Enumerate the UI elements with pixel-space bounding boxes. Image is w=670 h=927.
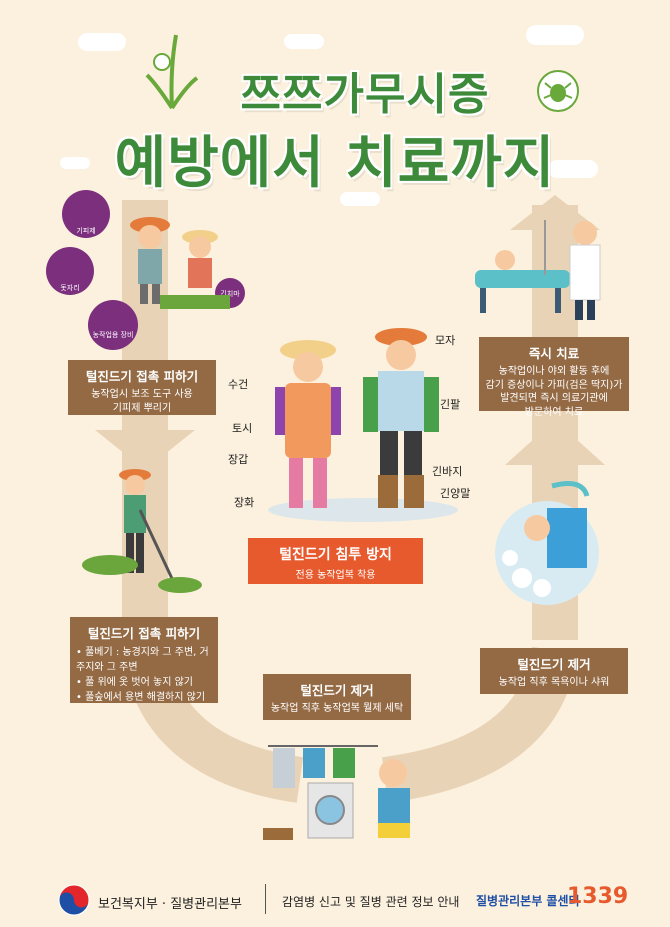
box-heading: 털진드기 제거 xyxy=(517,657,591,672)
footer-org: 보건복지부 · 질병관리본부 xyxy=(98,897,242,912)
mat-icon: 돗자리 xyxy=(46,247,94,295)
list-item: 풀 위에 옷 벗어 놓지 않기 xyxy=(76,675,212,690)
cloud-decoration xyxy=(284,34,324,49)
treatment-box: 즉시 치료 농작업이나 야외 활동 후에 감기 증상이나 가피(검은 딱지)가 … xyxy=(479,337,629,418)
label-hat: 모자 xyxy=(435,334,456,347)
footer-call-center: 질병관리본부 콜센터 xyxy=(476,894,580,908)
cloud-decoration xyxy=(78,33,126,51)
box-text: 방문하여 치료 xyxy=(524,406,584,418)
box-text: 전용 농작업복 착용 xyxy=(295,570,376,581)
box-text: 감기 증상이나 가피(검은 딱지)가 xyxy=(485,379,623,391)
label-boots: 장화 xyxy=(234,496,255,509)
page-subtitle: 예방에서 치료까지 xyxy=(114,131,556,196)
page-title: 쯔쯔가무시증 xyxy=(240,69,490,120)
box-text: 농작업이나 야외 활동 후에 xyxy=(498,366,610,377)
list-item: 풀베기 : 농경지와 그 주변, 거주지와 그 주변 xyxy=(76,645,212,675)
avoid-contact-box-1: 털진드기 접촉 피하기 농작업시 보조 도구 사용 기피제 뿌리기 xyxy=(68,360,216,415)
repellent-icon: 기피제 xyxy=(62,190,110,238)
box-heading: 털진드기 접촉 피하기 xyxy=(87,626,201,641)
laundry-illustration xyxy=(263,745,410,840)
protective-clothing-illustration xyxy=(268,328,458,522)
label-long-pants: 긴바지 xyxy=(432,465,463,478)
remove-body-box: 털진드기 제거 농작업 직후 목욕이나 샤워 xyxy=(480,648,628,694)
box-text: 농작업시 보조 도구 사용 xyxy=(91,389,193,400)
box-heading: 털진드기 침투 방지 xyxy=(279,547,392,563)
hospital-illustration xyxy=(475,220,601,320)
label-towel: 수건 xyxy=(228,378,249,391)
government-logo-icon xyxy=(58,884,90,916)
box-list: 풀베기 : 농경지와 그 주변, 거주지와 그 주변 풀 위에 옷 벗어 놓지 … xyxy=(76,645,212,705)
prevent-box: 털진드기 침투 방지 전용 농작업복 착용 xyxy=(248,538,423,584)
label-arm-cover: 토시 xyxy=(232,422,253,435)
list-item: 풀숲에서 용변 해결하지 않기 xyxy=(76,690,212,705)
box-text: 농작업 직후 목욕이나 샤워 xyxy=(498,677,610,688)
footer-info: 감염병 신고 및 질병 관련 정보 안내 xyxy=(282,895,460,909)
label-long-sleeve: 긴팔 xyxy=(440,398,461,411)
cloud-decoration xyxy=(548,160,598,178)
footer xyxy=(0,866,670,927)
remove-clothes-box: 털진드기 제거 농작업 직후 농작업복 뭘제 세탁 xyxy=(263,674,411,720)
mite-icon xyxy=(537,70,579,112)
avoid-contact-box-2: 털진드기 접촉 피하기 풀베기 : 농경지와 그 주변, 거주지와 그 주변 풀… xyxy=(70,617,218,703)
cloud-decoration xyxy=(340,192,380,206)
label-gloves: 장갑 xyxy=(228,453,249,466)
box-text: 기피제 뿌리기 xyxy=(112,402,172,414)
tools-icon: 농작업용 장비 xyxy=(88,300,138,350)
mowing-farmer-illustration xyxy=(82,469,202,593)
box-text: 농작업 직후 농작업복 뭘제 세탁 xyxy=(270,703,404,714)
box-text: 발견되면 즉시 의료기관에 xyxy=(500,393,608,404)
grass-mite-icon xyxy=(145,34,199,110)
cloud-decoration xyxy=(60,157,90,169)
box-heading: 털진드기 접촉 피하기 xyxy=(85,369,199,384)
box-heading: 털진드기 제거 xyxy=(300,683,374,698)
label-long-socks: 긴양말 xyxy=(440,487,471,500)
farmers-illustration xyxy=(130,217,230,309)
shower-illustration xyxy=(495,481,599,605)
footer-divider xyxy=(265,884,266,914)
cloud-decoration xyxy=(526,25,584,45)
box-heading: 즉시 치료 xyxy=(528,346,580,361)
footer-phone-number[interactable]: 1339 xyxy=(567,884,629,909)
